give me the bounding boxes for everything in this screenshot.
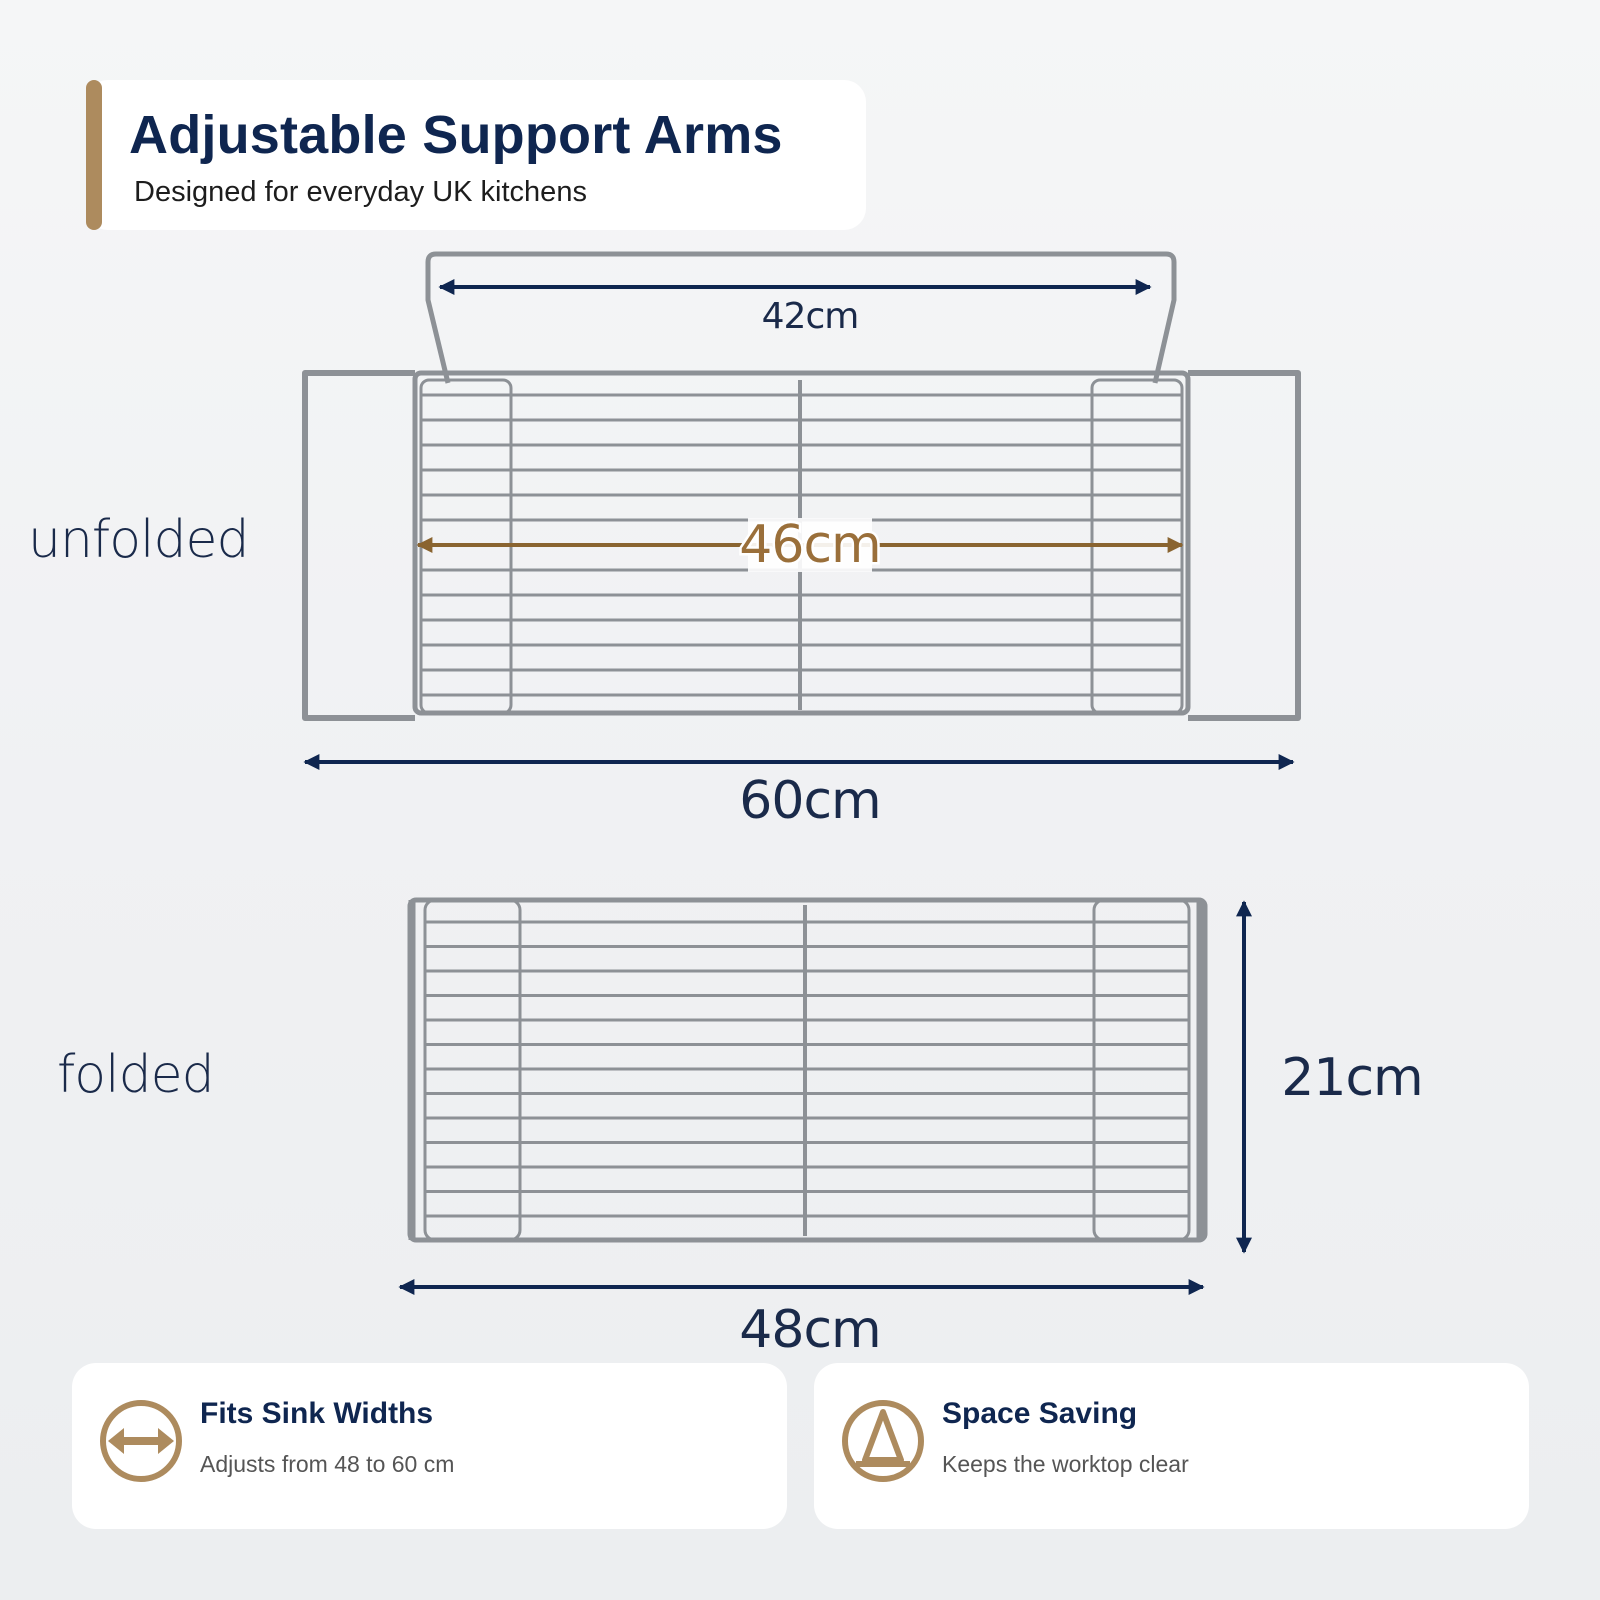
right-extension-arm (1188, 370, 1301, 721)
triangle-icon (842, 1400, 924, 1482)
folded-left-end-panel (423, 898, 522, 1242)
unfolded-width-label: 60cm (739, 771, 880, 831)
inner-width-label: 46cm (739, 515, 880, 575)
accent-bar (86, 80, 102, 230)
feature-card-space-saving: Space Saving Keeps the worktop clear (814, 1363, 1529, 1529)
feature-card-sink-widths: Fits Sink Widths Adjusts from 48 to 60 c… (72, 1363, 787, 1529)
inner-width-label-backdrop (748, 518, 872, 572)
unfolded-rack-frame (412, 370, 1191, 716)
folded-width-label: 48cm (739, 1300, 880, 1360)
header-card: Adjustable Support Arms Designed for eve… (86, 80, 866, 230)
handle-width-label: 42cm (762, 296, 859, 337)
folded-label: folded (57, 1045, 215, 1105)
page-subtitle: Designed for everyday UK kitchens (134, 176, 587, 208)
folded-right-end-panel (1092, 898, 1191, 1242)
folded-height-label: 21cm (1281, 1048, 1422, 1108)
rack-handle (425, 251, 1177, 384)
feature-description: Keeps the worktop clear (942, 1451, 1189, 1477)
feature-title: Fits Sink Widths (200, 1397, 434, 1430)
double-arrow-icon (100, 1400, 182, 1482)
feature-title: Space Saving (942, 1397, 1138, 1430)
folded-rack (407, 897, 1208, 1243)
left-extension-arm (302, 370, 415, 721)
page-title: Adjustable Support Arms (129, 105, 783, 165)
unfolded-label: unfolded (28, 510, 249, 570)
feature-description: Adjusts from 48 to 60 cm (200, 1451, 455, 1477)
